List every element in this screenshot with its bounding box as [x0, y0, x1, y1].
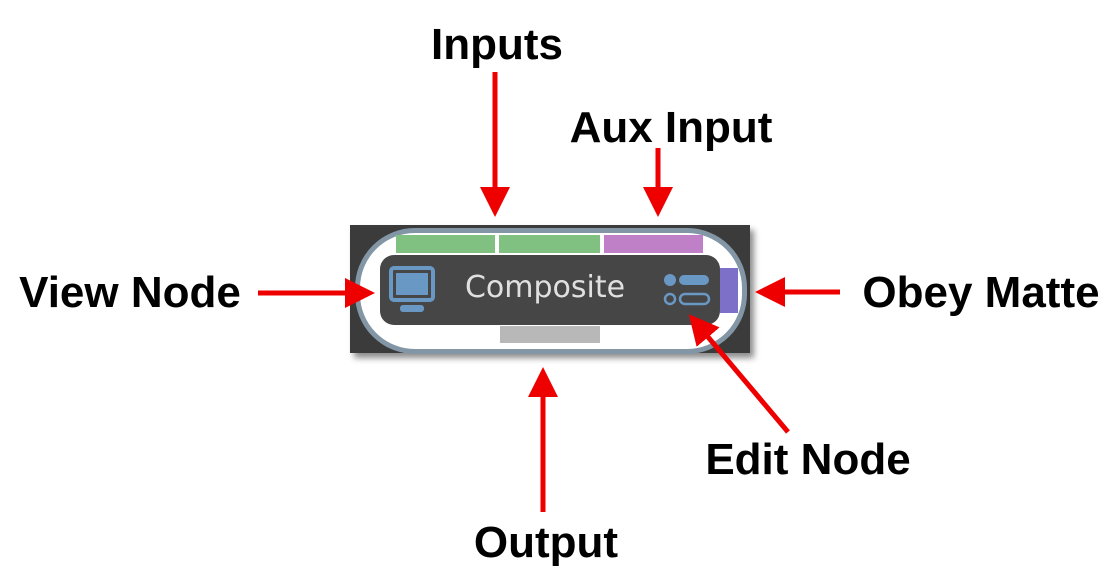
- edit-node-arrow: [688, 314, 790, 434]
- edit-node-icon[interactable]: [662, 270, 714, 310]
- node-title: Composite: [464, 270, 626, 305]
- input-port-1[interactable]: [396, 235, 495, 253]
- output-port[interactable]: [500, 326, 600, 343]
- view-node-icon[interactable]: [388, 265, 438, 315]
- node-body[interactable]: [380, 255, 720, 325]
- label-aux-input: Aux Input: [569, 103, 773, 152]
- label-output: Output: [473, 518, 619, 567]
- label-view-node: View Node: [19, 268, 241, 317]
- label-inputs: Inputs: [431, 20, 563, 69]
- label-obey-matte: Obey Matte: [862, 268, 1100, 317]
- obey-matte-port[interactable]: [720, 268, 738, 313]
- label-edit-node: Edit Node: [705, 435, 911, 484]
- aux-input-port[interactable]: [604, 235, 703, 253]
- input-port-2[interactable]: [499, 235, 600, 253]
